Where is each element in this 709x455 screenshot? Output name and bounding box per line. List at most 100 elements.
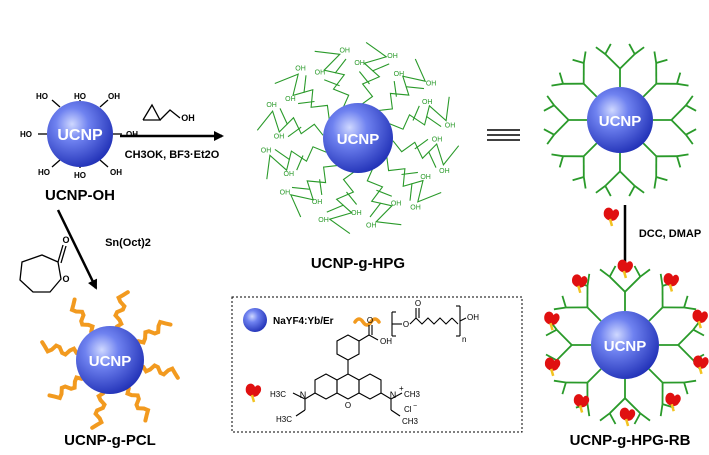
hpg-branch [256,109,324,136]
dendron-tip [685,104,697,112]
dendron-stem [642,142,657,157]
hpg-branch [376,189,392,197]
dendron-tip [683,295,689,308]
legend-pcl-o-carbonyl: O [415,299,421,308]
rb-dye-head [619,407,636,421]
dendron-tip [683,306,697,311]
rb-dye-head [544,357,561,371]
dendron-branch [670,119,687,136]
oh-label: HO [74,92,86,101]
pcl-chain [69,297,95,334]
legend-pcl-oh: OH [467,313,479,322]
hpg-branch [324,79,340,87]
pcl-chain [113,290,130,329]
dendron-branch [677,329,694,346]
dendron-tip [653,176,658,189]
rb-dye-icon [693,355,709,375]
rb-dye-linker [697,320,703,329]
hpg-branch [274,148,291,161]
dendron-tip [676,72,682,85]
rb-dye-head [572,274,588,288]
ucnp-g-hpg-particle: OHOHOHOHOHOHOHOHOHOHOHOHOHOHOHOHOHOHOHOH… [256,41,460,235]
dendron-tip [545,328,558,337]
dendron-tip [572,176,585,182]
oh-label: OH [110,168,122,177]
dendron-branch [604,170,621,187]
dendron-tip [653,51,658,64]
oh-label: OH [126,130,138,139]
rb-dye-linker [698,366,703,375]
dendron-tip [639,412,651,422]
dendron-stem [642,83,657,98]
pcl-chain [90,391,107,430]
hpg-branch [319,179,323,195]
ucnp-oh-label: UCNP-OH [45,187,115,204]
hpg-oh-label: OH [432,137,443,144]
dendron-tip [633,265,642,278]
dendron-stem [648,306,664,322]
oh-label: OH [108,92,120,101]
dendron-tip [595,185,606,194]
dendron-tip [558,72,564,85]
dendron-tip [608,265,617,278]
rb-dye-linker [549,368,555,377]
hpg-branch [303,75,307,93]
dendron-tip [572,58,585,64]
dendron-branch [670,104,687,121]
ucnp-g-hpg-rb-particle: UCNP [544,259,709,427]
ucnp-core-sphere [587,87,653,153]
ucnp-g-hpg-rb-label: UCNP-g-HPG-RB [570,432,691,449]
dendron-branch [624,397,641,414]
hpg-oh-label: OH [445,122,456,129]
dendron-tip [659,403,664,417]
dendron-tip [586,403,591,417]
rb-dye-linker [668,284,674,292]
oh-label: HO [20,130,32,139]
dendron-tip [553,306,567,311]
hpg-branch [386,156,442,203]
dendron-stem [583,142,598,157]
hpg-oh-label: OH [315,69,326,76]
ucnp-core-sphere [591,311,659,379]
pcl-chain [141,363,180,380]
rb-dye-head [617,259,633,273]
caprolactone-carbonyl-o: O [62,235,69,245]
dendron-tip [545,353,558,362]
rb-methyl-2: H3C [276,415,292,424]
rb-dendrons [545,265,705,425]
hpg-branch [346,191,358,205]
pcl-chain [40,340,79,357]
dendron-branch [604,53,621,70]
hpg-oh-label: OH [426,80,437,87]
rb-chloride: Cl [404,405,412,414]
hpg-oh-label: OH [387,53,398,60]
hpg-branch [328,170,356,235]
dendron-tip [604,43,612,55]
dendron-tip [608,412,617,425]
rb-dye-icon [544,311,560,331]
ucnp-core-label: UCNP [337,131,380,148]
dendron-tip [655,176,668,182]
dendron-tip [551,153,564,158]
ucnp-core-label: UCNP [89,353,132,370]
ucnp-g-hpg-label: UCNP-g-HPG [311,255,405,272]
hpg-oh-label: OH [422,99,433,106]
hpg-branch [291,186,311,190]
oh-label: HO [38,168,50,177]
dendron-tip [543,128,555,136]
dendron-tip [551,82,564,87]
hpg-branch [314,50,350,109]
dendron-tip [586,273,591,287]
hpg-oh-label: OH [266,102,277,109]
rb-dye-head [692,309,708,323]
hpg-branch [372,63,390,72]
rb-methyl-3: CH3 [404,390,421,399]
ucnp-core-label: UCNP [599,113,642,130]
hpg-branch [334,58,347,74]
dendron-branch [677,344,694,361]
dendron-tip [639,268,651,278]
hpg-branch [366,167,402,226]
dendron-tip [595,46,606,55]
rb-methyl-1: H3C [270,390,286,399]
rb-dye-icon [692,309,708,329]
